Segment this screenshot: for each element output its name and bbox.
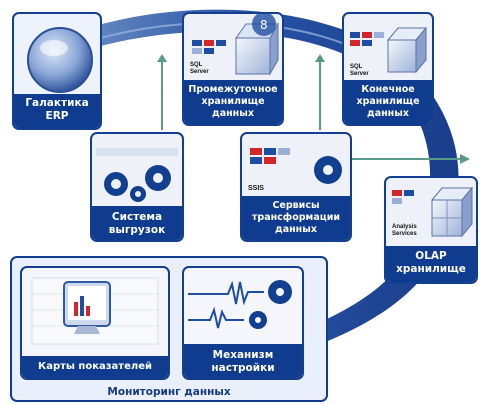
olap-label-line1: OLAP xyxy=(415,250,447,262)
olap-label-background xyxy=(386,246,476,282)
tuning-label-line2: настройки xyxy=(211,362,275,374)
tuning-waveform-gears-icon xyxy=(188,280,292,329)
tuning-label-background xyxy=(184,344,302,378)
intermediate-logo-line1: SQL xyxy=(190,62,203,68)
tuning-label-line1: Механизм xyxy=(212,349,274,361)
intermediate-store-icon: 8 xyxy=(192,14,279,76)
node-olap-store: Analysis Services OLAP хранилище xyxy=(384,176,478,284)
upload-label-background xyxy=(92,206,182,240)
final-label-background xyxy=(344,80,432,124)
erp-label-line2: ERP xyxy=(45,110,69,122)
olap-label-line2: хранилище xyxy=(396,263,466,275)
final-label-line2: хранилище xyxy=(356,96,420,107)
final-label-line1: Конечное xyxy=(361,84,415,95)
intermediate-label-background xyxy=(184,80,282,124)
svg-text:8: 8 xyxy=(260,18,268,32)
node-tuning-mechanism: Механизм настройки xyxy=(182,266,304,380)
transform-label-line1: Сервисы xyxy=(272,200,320,211)
node-transform-services: SSIS Сервисы трансформации данных xyxy=(240,132,352,242)
node-intermediate-store: 8 SQL Server Промежуточное хранилище дан… xyxy=(182,12,284,126)
final-store-icon xyxy=(350,26,428,74)
node-galaktika-erp: Галактика ERP xyxy=(12,12,102,130)
erp-label-background xyxy=(14,94,100,128)
final-logo-line2: Server xyxy=(350,71,369,77)
intermediate-logo-line2: Server xyxy=(190,69,209,75)
transform-label-background xyxy=(242,196,350,240)
transform-services-gear-icon xyxy=(250,148,342,184)
olap-logo-line2: Services xyxy=(392,231,417,237)
intermediate-label-line3: данных xyxy=(212,108,254,119)
indicator-maps-label: Карты показателей xyxy=(38,361,152,372)
node-final-store: SQL Server Конечное хранилище данных xyxy=(342,12,434,126)
final-label-line3: данных xyxy=(367,108,409,119)
transform-label-line2: трансформации xyxy=(251,212,341,223)
monitoring-label: Мониторинг данных xyxy=(107,386,231,398)
olap-logo-line1: Analysis xyxy=(392,224,417,230)
ssis-logo: SSIS xyxy=(248,185,264,192)
final-logo-line1: SQL xyxy=(350,64,363,70)
intermediate-label-line2: хранилище xyxy=(201,96,265,107)
erp-label-line1: Галактика xyxy=(25,97,89,109)
indicator-maps-label-background xyxy=(22,356,168,378)
upload-label-line1: Система xyxy=(111,211,163,223)
upload-label-line2: выгрузок xyxy=(108,224,166,236)
node-indicator-maps: Карты показателей xyxy=(20,266,170,380)
upload-system-gears-icon xyxy=(96,148,178,202)
monitor-icon xyxy=(31,277,159,345)
node-upload-system: Система выгрузок xyxy=(90,132,184,242)
transform-label-line3: данных xyxy=(275,224,317,235)
olap-cube-icon xyxy=(392,186,474,238)
intermediate-label-line1: Промежуточное xyxy=(188,84,278,95)
erp-orb-icon xyxy=(27,27,93,93)
